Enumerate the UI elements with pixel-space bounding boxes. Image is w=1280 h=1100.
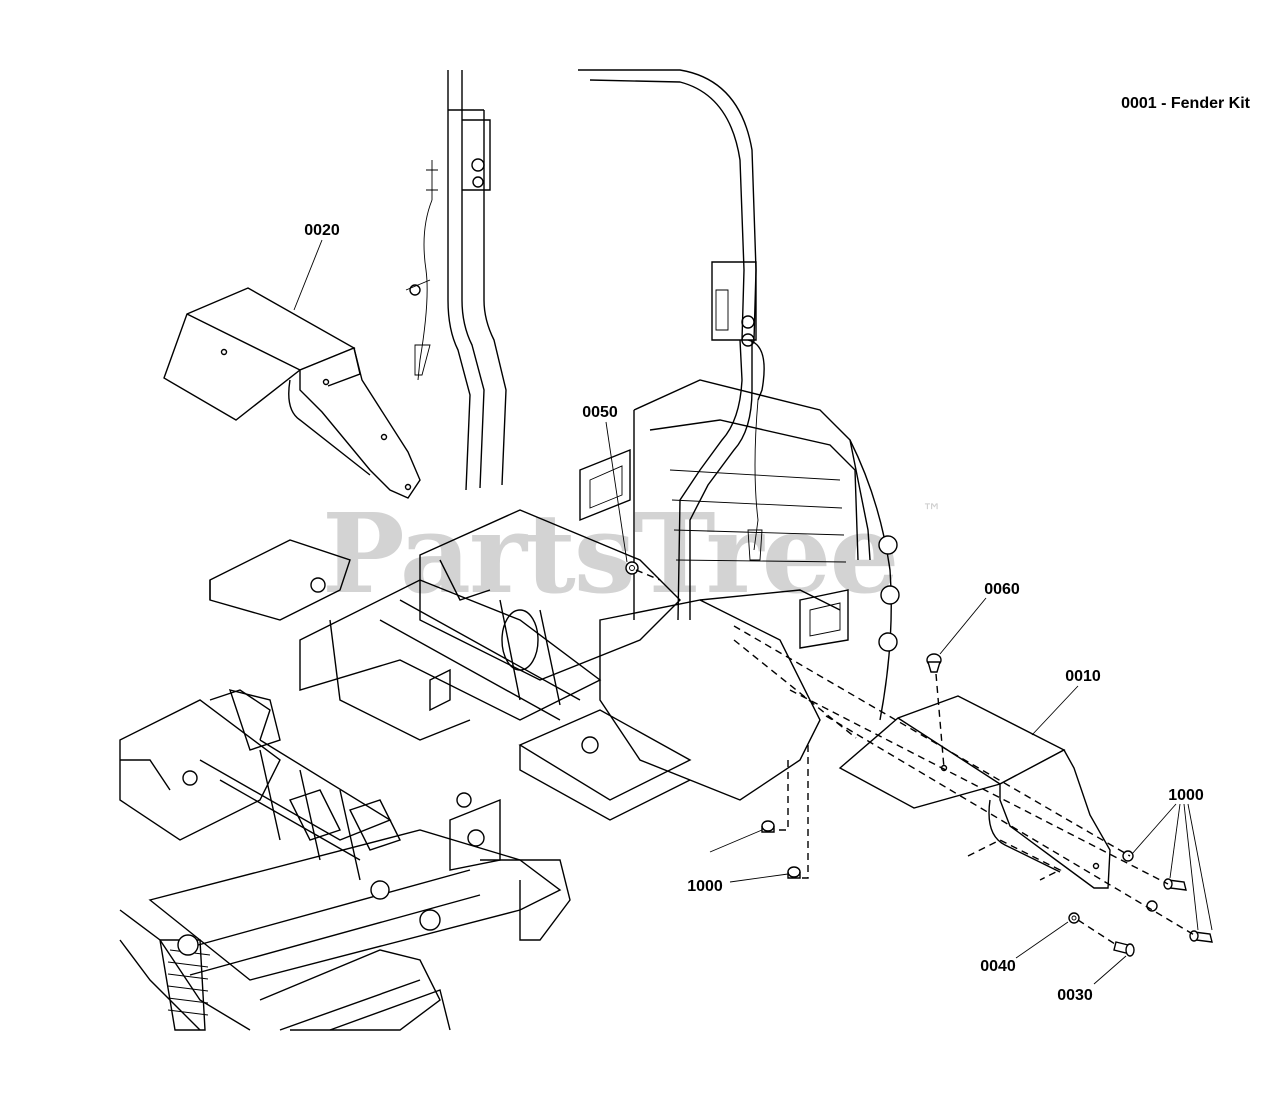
part-0020-left-fender bbox=[163, 287, 421, 499]
part-0050-nut bbox=[625, 561, 639, 575]
watermark-text: PartsTree bbox=[322, 489, 898, 618]
diagram-title: 0001 - Fender Kit bbox=[1121, 95, 1251, 112]
callout-0050: 0050 bbox=[582, 404, 618, 421]
callout-leader-lines bbox=[293, 239, 1213, 985]
mower-frame-drawing bbox=[119, 69, 900, 1031]
callout-1000-right: 1000 bbox=[1168, 787, 1204, 804]
callout-1000-left: 1000 bbox=[687, 878, 723, 895]
callout-0020: 0020 bbox=[304, 222, 340, 239]
part-0010-right-fender bbox=[838, 695, 1111, 889]
part-0030-bolt bbox=[1113, 941, 1135, 957]
watermark-trademark: ™ bbox=[922, 499, 942, 523]
callout-0030: 0030 bbox=[1057, 987, 1093, 1004]
assembly-guide-lines bbox=[635, 569, 1197, 947]
part-0060-plug bbox=[926, 653, 942, 673]
callout-0060: 0060 bbox=[984, 581, 1020, 598]
part-0040-washer bbox=[1068, 912, 1080, 924]
callout-0040: 0040 bbox=[980, 958, 1016, 975]
part-1000-bolts-washers-right bbox=[1122, 850, 1213, 943]
part-1000-flange-nuts-left bbox=[761, 820, 801, 879]
callout-0010: 0010 bbox=[1065, 668, 1101, 685]
